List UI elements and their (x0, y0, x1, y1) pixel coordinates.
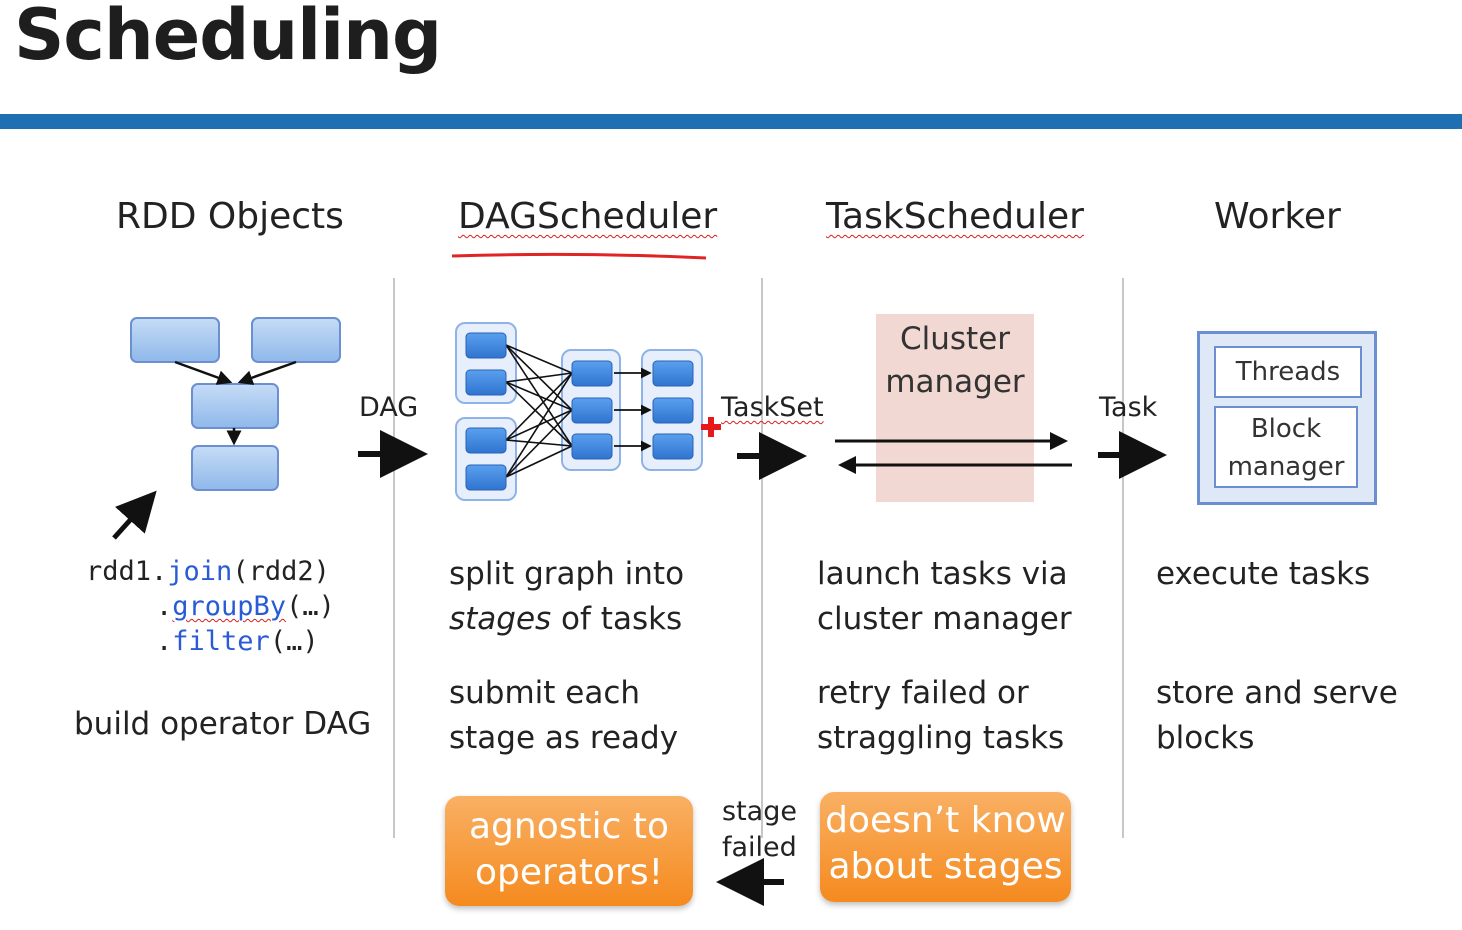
rdd-node-3 (191, 383, 279, 429)
code-token: rdd1. (86, 556, 168, 587)
column-separator-3 (1122, 278, 1124, 838)
code-line-3: .filter(…) (86, 624, 335, 659)
code-method-groupby: groupBy (172, 591, 287, 622)
dag-desc-1-line1: split graph into (449, 556, 685, 592)
dag-desc-2: submit each stage as ready (449, 671, 678, 761)
title-rule (0, 114, 1462, 129)
dag-label: DAG (359, 392, 419, 423)
task-label: Task (1099, 392, 1158, 423)
code-line-1: rdd1.join(rdd2) (86, 554, 335, 589)
block-manager-line2: manager (1227, 452, 1345, 482)
code-token: (…) (269, 626, 319, 657)
cluster-manager-line2: manager (885, 364, 1025, 400)
code-token: (…) (286, 591, 335, 622)
rdd-node-4 (191, 445, 279, 491)
rdd-dag-graph (130, 317, 341, 491)
rdd-node-2 (251, 317, 341, 363)
red-underline (451, 252, 707, 260)
stage-graph (455, 322, 703, 501)
worker-desc-2-line1: store and serve (1156, 675, 1398, 711)
code-token: (rdd2) (232, 556, 330, 587)
stages-emphasis: stages (449, 601, 552, 637)
dag-desc-2-line2: stage as ready (449, 720, 679, 756)
cluster-manager-label: Cluster manager (876, 318, 1034, 404)
callout-agnostic-line2: operators! (474, 852, 663, 893)
page-title: Scheduling (14, 0, 442, 76)
dag-desc-2-line1: submit each (449, 675, 641, 711)
cluster-manager-box (876, 314, 1034, 502)
code-token: . (156, 626, 173, 657)
callout-stages-line2: about stages (828, 846, 1063, 887)
threads-box: Threads (1214, 346, 1362, 398)
worker-desc-2: store and serve blocks (1156, 671, 1398, 761)
pointer-arrow (112, 490, 157, 540)
task-desc-2: retry failed or straggling tasks (817, 671, 1064, 761)
block-manager-box: Block manager (1214, 406, 1358, 488)
worker-desc-2-line2: blocks (1156, 720, 1255, 756)
stage-failed-label: stage failed (722, 794, 797, 866)
task-desc-1-line2: cluster manager (817, 601, 1072, 637)
task-desc-2-line2: straggling tasks (817, 720, 1065, 756)
callout-agnostic-line1: agnostic to (468, 806, 669, 847)
dag-desc-1-line2: stages of tasks (449, 597, 684, 642)
column-separator-1 (393, 278, 395, 838)
code-line-2: .groupBy(…) (86, 589, 335, 624)
callout-stages: doesn’t know about stages (820, 792, 1071, 902)
rdd-description: build operator DAG (74, 706, 372, 742)
column-separator-2 (761, 278, 763, 838)
callout-agnostic: agnostic to operators! (445, 796, 693, 906)
threads-label: Threads (1235, 357, 1341, 387)
task-desc-1: launch tasks via cluster manager (817, 552, 1072, 642)
cluster-manager-line1: Cluster (899, 321, 1011, 357)
block-manager-line1: Block (1250, 414, 1322, 444)
worker-box: Threads Block manager (1197, 331, 1377, 505)
cursor-plus-icon (701, 417, 721, 437)
stage-failed-line2: failed (722, 832, 797, 863)
heading-rdd-objects: RDD Objects (116, 196, 344, 237)
task-desc-2-line1: retry failed or (817, 675, 1029, 711)
callout-stages-line1: doesn’t know (825, 800, 1066, 841)
code-method-join: join (167, 556, 233, 587)
worker-desc-1: execute tasks (1156, 556, 1371, 592)
code-token: . (156, 591, 173, 622)
task-desc-1-line1: launch tasks via (817, 556, 1068, 592)
dag-desc-1-line2-rest: of tasks (551, 601, 683, 637)
taskset-label: TaskSet (721, 392, 824, 423)
code-method-filter: filter (172, 626, 270, 657)
rdd-node-1 (130, 317, 220, 363)
dag-desc-1: split graph into stages of tasks (449, 552, 684, 642)
heading-task-scheduler: TaskScheduler (826, 196, 1084, 237)
rdd-code-block: rdd1.join(rdd2) .groupBy(…) .filter(…) (86, 554, 335, 659)
heading-worker: Worker (1214, 196, 1341, 237)
stage-failed-line1: stage (722, 796, 797, 827)
heading-dag-scheduler: DAGScheduler (458, 196, 718, 237)
